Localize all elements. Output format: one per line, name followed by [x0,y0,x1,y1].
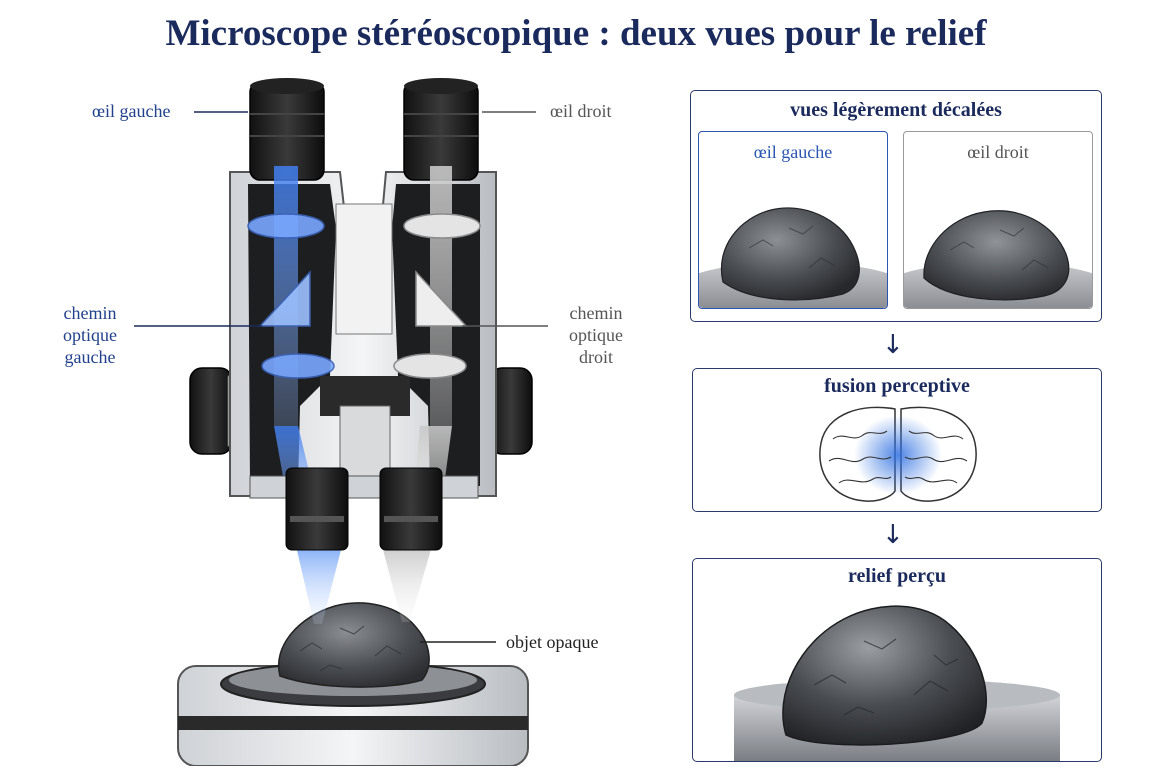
panel-offset-views-title: vues légèrement décalées [790,99,1002,121]
diagram-title: Microscope stéréoscopique : deux vues po… [165,13,987,54]
left-eye-view-caption: œil gauche [753,142,833,162]
label-left-optical-path: chemin optique gauche [63,303,117,367]
right-eye-view: œil droit [903,131,1093,309]
right-lens-upper [403,213,481,239]
right-eye-view-image [904,210,1092,308]
arrow-to-relief: ↓ [882,520,904,550]
left-eye-view: œil gauche [698,131,888,309]
left-lens-lower [261,353,335,379]
opaque-object-rock [277,602,430,688]
panel-perceived-relief: relief perçu [692,558,1102,762]
right-lens-lower [393,353,467,379]
left-eye-view-image [699,207,887,308]
left-prism [258,270,311,327]
left-objective [285,467,349,551]
arrow-to-fusion: ↓ [882,330,904,360]
panel-fusion-title: fusion perceptive [824,375,970,397]
panel-perceptual-fusion: fusion perceptive [692,368,1102,512]
panel-relief-title: relief perçu [848,565,946,587]
right-eye-view-caption: œil droit [967,142,1029,162]
microscope-illustration [177,78,533,766]
label-left-eye: œil gauche [92,101,171,121]
panel-offset-views: vues légèrement décalées œil gauche œil … [690,90,1102,322]
right-prism [415,270,468,327]
right-light-cone [382,546,432,622]
left-lens-upper [247,213,325,239]
relief-rock-image [734,605,1060,761]
brain-icon [819,406,977,502]
label-right-optical-path: chemin optique droit [569,303,623,367]
label-opaque-object: objet opaque [506,632,599,652]
right-objective [379,467,443,551]
left-light-cone [296,546,342,624]
label-right-eye: œil droit [550,101,612,121]
